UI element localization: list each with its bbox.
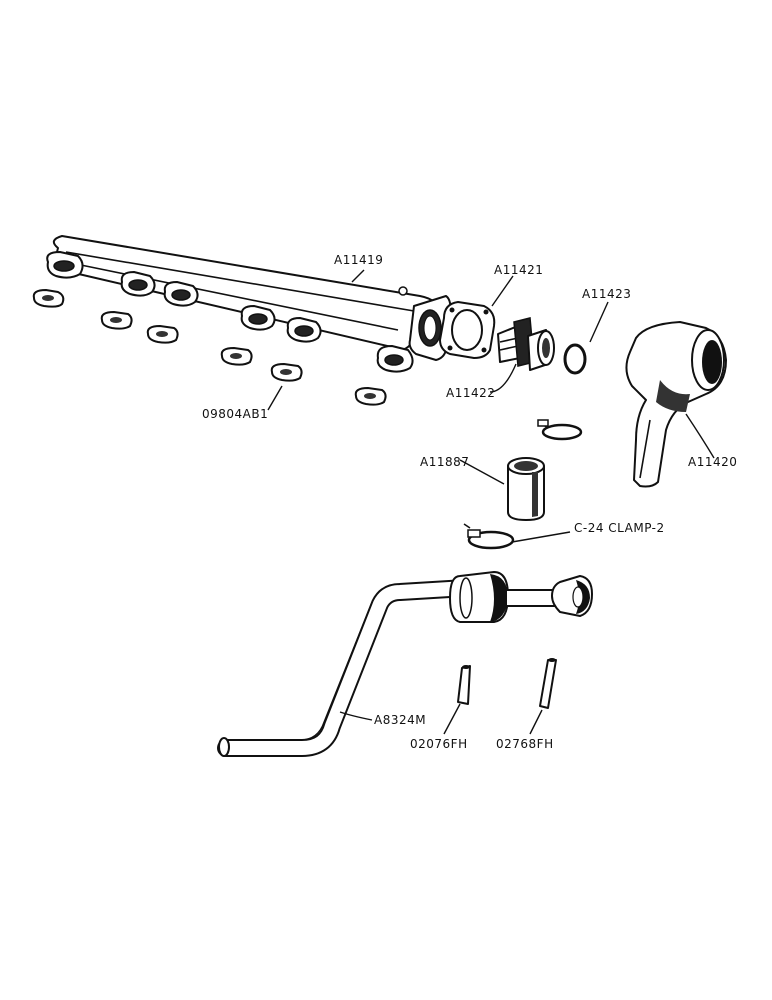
label-a8324m: A8324M [374, 713, 426, 727]
hose [507, 457, 545, 521]
label-a11887: A11887 [420, 455, 469, 469]
label-a11419: A11419 [334, 253, 383, 267]
label-a11422: A11422 [446, 386, 495, 400]
label-a11421: A11421 [494, 263, 543, 277]
gasket-6 [354, 387, 387, 406]
gasket-3 [146, 325, 179, 344]
crank-rod [217, 571, 593, 757]
label-a11423: A11423 [582, 287, 631, 301]
clamp-lower [463, 523, 515, 550]
pin-02768fh [539, 658, 557, 709]
pin-02076fh [457, 665, 471, 705]
clamp-upper [537, 419, 583, 441]
elbow-fitting [497, 317, 555, 371]
label-02076fh: 02076FH [410, 737, 468, 751]
flange-gasket [439, 301, 496, 359]
label-c24-clamp: C-24 CLAMP-2 [574, 521, 665, 535]
leader-lines [267, 269, 715, 735]
gasket-2 [100, 311, 133, 330]
label-a11420: A11420 [688, 455, 737, 469]
manifold-gaskets [32, 289, 387, 406]
gasket-5 [270, 363, 303, 382]
part-labels: A11419 A11421 A11423 A11422 09804AB1 A11… [202, 253, 737, 751]
label-02768fh: 02768FH [496, 737, 554, 751]
exhaust-elbow [625, 321, 727, 488]
exhaust-manifold [46, 235, 452, 373]
o-ring [563, 343, 587, 375]
gasket-4 [220, 347, 253, 366]
label-09804ab1: 09804AB1 [202, 407, 268, 421]
gasket-1 [32, 289, 65, 308]
